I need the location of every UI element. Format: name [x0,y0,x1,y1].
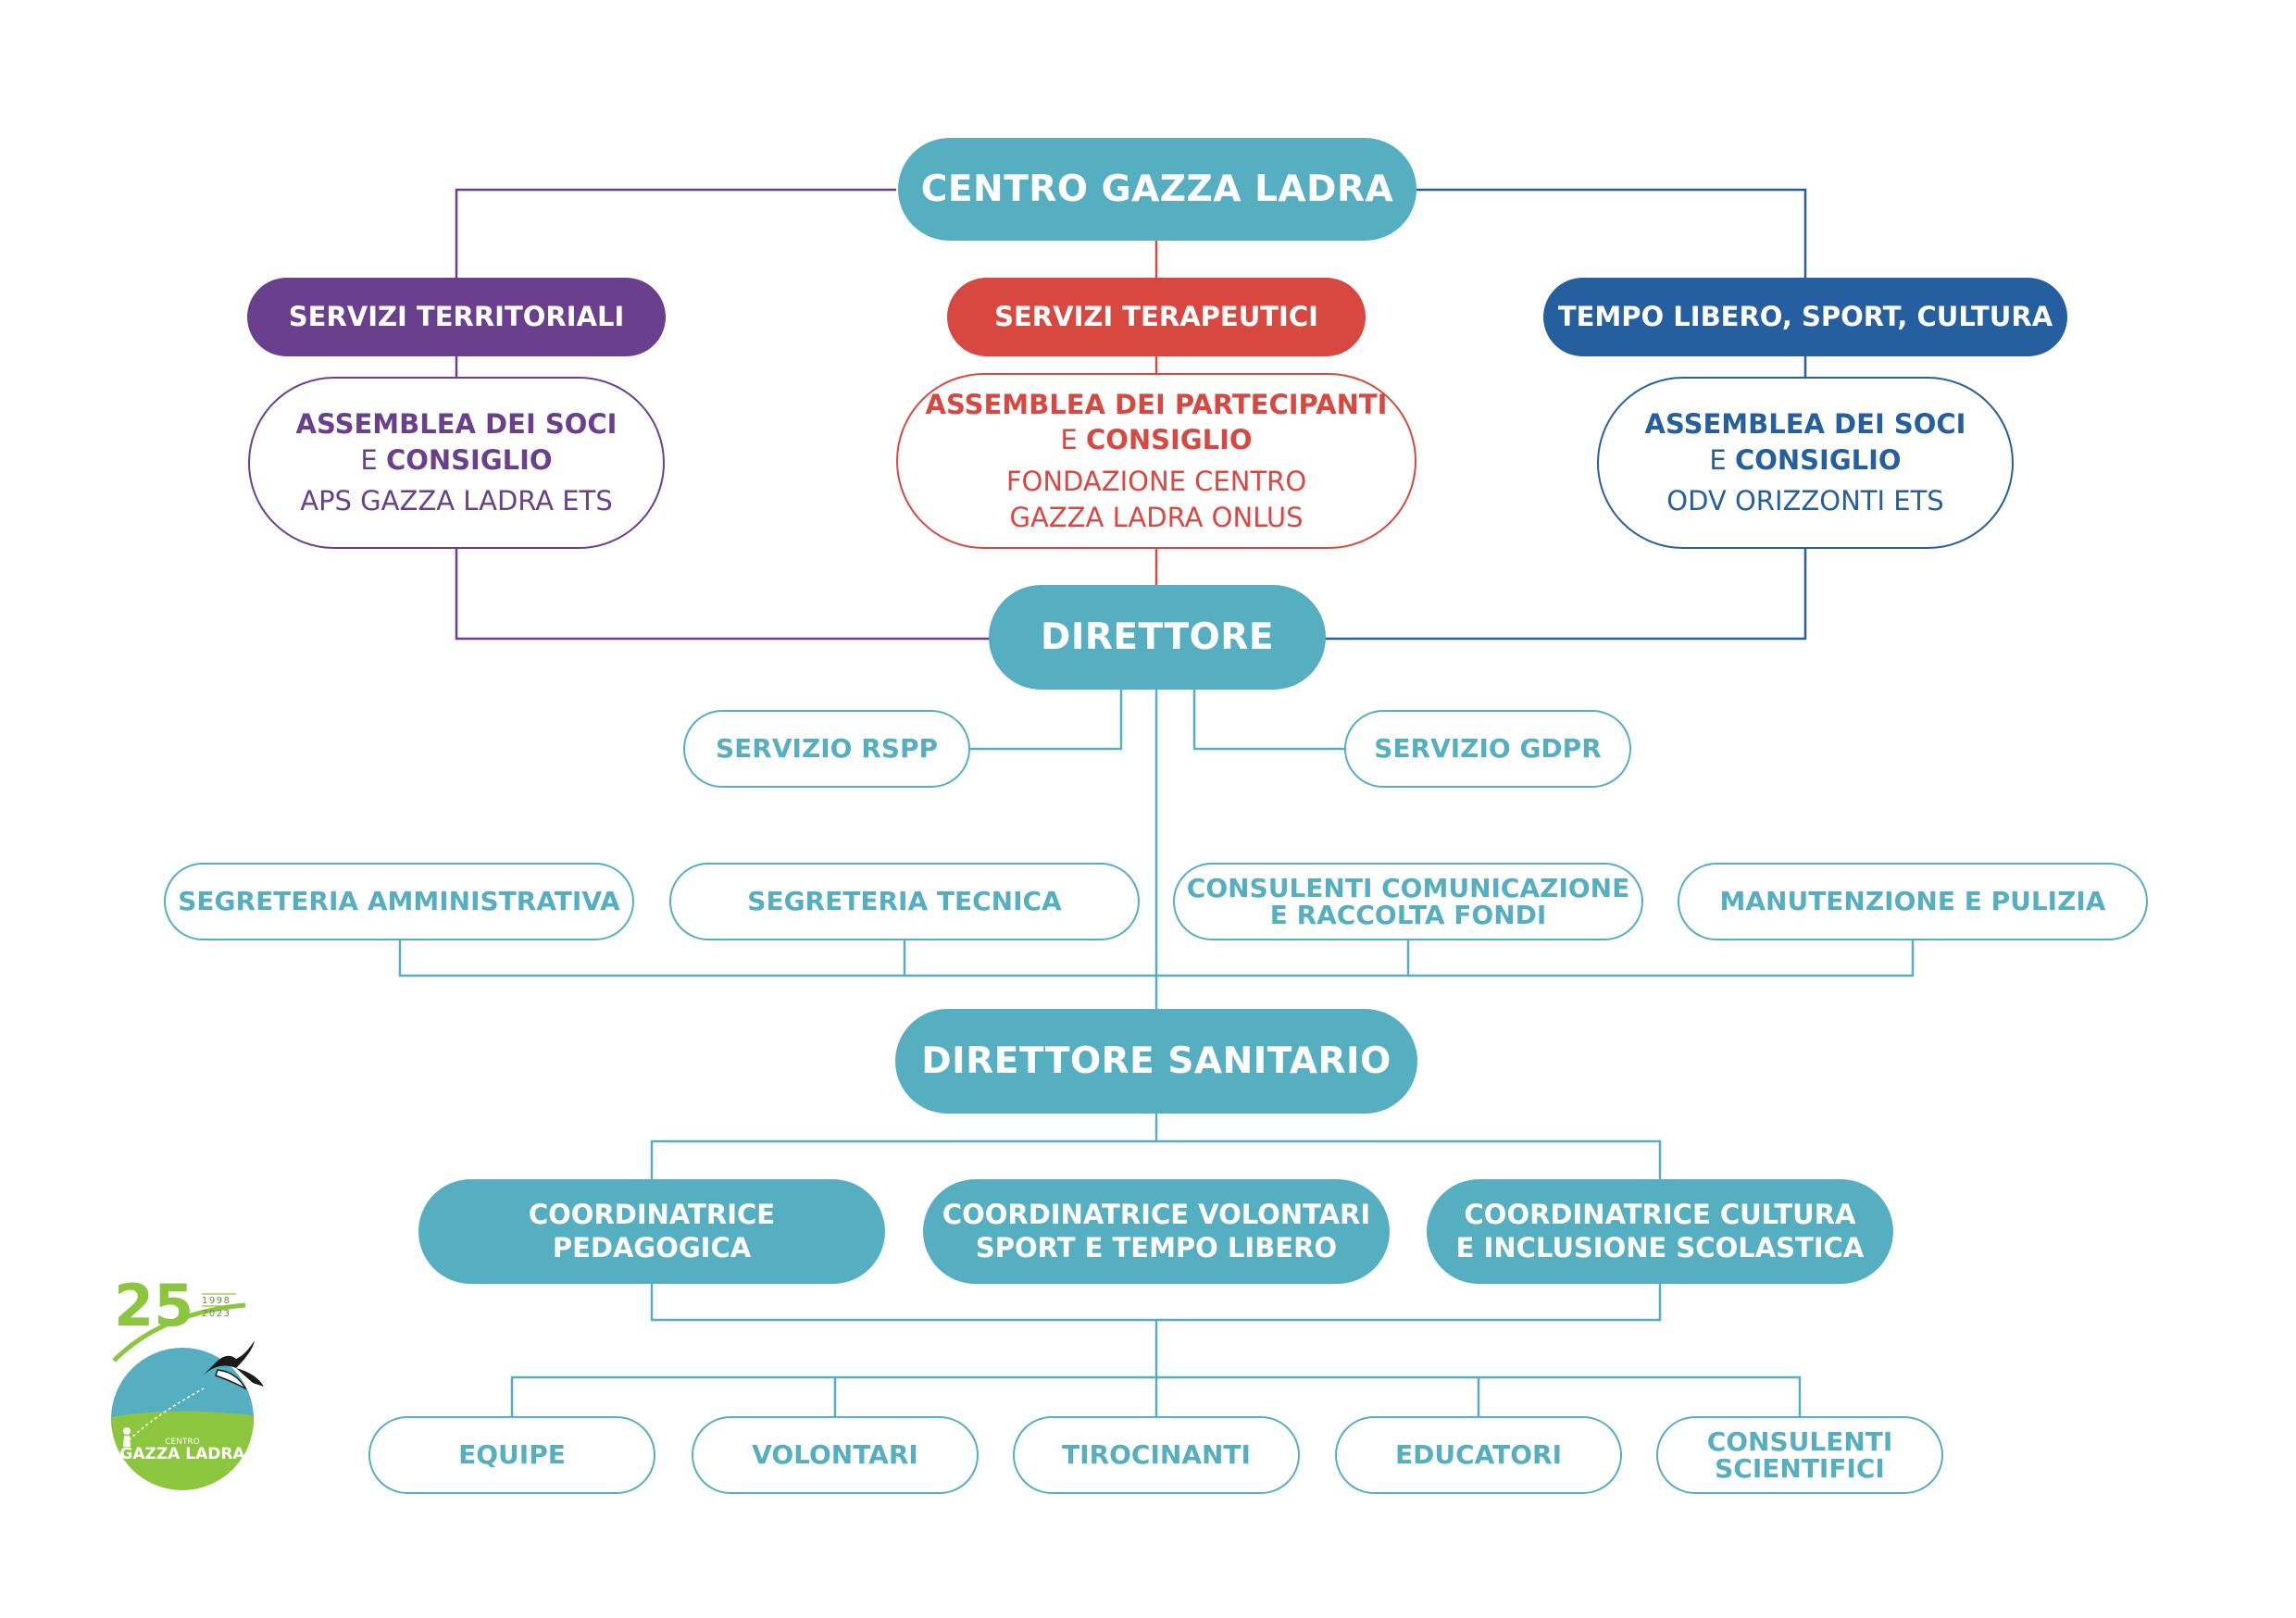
team-equipe[interactable]: EQUIPE [368,1416,655,1494]
logo-graphic: 25 1998 2023 CENTRO GAZZA LADRA [111,1272,264,1490]
coordinator-pedagogica[interactable]: COORDINATRICE PEDAGOGICA [418,1179,885,1284]
assembly-label: ASSEMBLEA DEI SOCI [1644,408,1966,441]
staff-gdpr[interactable]: SERVIZIO GDPR [1344,710,1631,788]
logo-small-text: CENTRO [165,1438,200,1447]
staff-label: SERVIZIO RSPP [716,732,938,764]
conjunction: E [1709,443,1727,476]
coordinator-label: E INCLUSIONE SCOLASTICA [1455,1231,1865,1263]
office-label: E RACCOLTA FONDI [1269,900,1547,930]
logo-number: 25 [114,1272,193,1339]
team-tirocinanti[interactable]: TIROCINANTI [1013,1416,1300,1494]
service-label: SERVIZI TERAPEUTICI [994,300,1318,332]
team-label: TIROCINANTI [1062,1438,1251,1470]
swoosh [112,1302,246,1363]
coordinator-label: COORDINATRICE VOLONTARI [942,1199,1371,1231]
staff-label: SERVIZIO GDPR [1374,732,1602,764]
office-manutenzione[interactable]: MANUTENZIONE E PULIZIA [1678,863,2148,940]
entity-name: APS GAZZA LADRA ETS [300,485,613,517]
governance-fondazione[interactable]: ASSEMBLEA DEI PARTECIPANTI E CONSIGLIO F… [896,373,1416,549]
root-label: CENTRO GAZZA LADRA [920,168,1394,210]
logo-name: GAZZA LADRA [119,1445,245,1463]
team-label: EQUIPE [458,1438,566,1470]
logo-disc [111,1348,254,1490]
coordinator-label: COORDINATRICE CULTURA [1464,1199,1856,1231]
staff-rspp[interactable]: SERVIZIO RSPP [683,710,970,788]
coordinator-cultura[interactable]: COORDINATRICE CULTURA E INCLUSIONE SCOLA… [1427,1179,1893,1284]
team-label: EDUCATORI [1394,1438,1563,1470]
child-icon [123,1427,131,1447]
entity-name: FONDAZIONE CENTRO [1005,466,1307,497]
team-volontari[interactable]: VOLONTARI [692,1416,979,1494]
assembly-label: ASSEMBLEA DEI PARTECIPANTI [925,388,1388,420]
board-line: E CONSIGLIO [360,442,552,479]
office-label: SEGRETERIA TECNICA [747,885,1062,916]
conjunction: E [360,443,378,476]
coordinator-label: COORDINATRICE [528,1199,776,1231]
office-label: CONSULENTI COMUNICAZIONE [1186,872,1630,903]
assembly-label: ASSEMBLEA DEI SOCI [295,408,618,441]
service-territoriali[interactable]: SERVIZI TERRITORIALI [247,278,666,356]
director-label: DIRETTORE [1041,616,1274,658]
governance-odv[interactable]: ASSEMBLEA DEI SOCI E CONSIGLIO ODV ORIZZ… [1597,377,2014,549]
logo-year-end: 2023 [202,1309,231,1319]
service-label: TEMPO LIBERO, SPORT, CULTURA [1557,300,2053,332]
kite-string [124,1388,205,1445]
service-label: SERVIZI TERRITORIALI [288,300,625,332]
anniversary-logo: 25 1998 2023 CENTRO GAZZA LADRA [97,1259,282,1500]
office-label: SEGRETERIA AMMINISTRATIVA [178,885,620,916]
team-consulenti-scientifici[interactable]: CONSULENTI SCIENTIFICI [1656,1416,1943,1494]
service-tempo-libero[interactable]: TEMPO LIBERO, SPORT, CULTURA [1543,278,2067,356]
coordinator-label: SPORT E TEMPO LIBERO [975,1231,1338,1263]
team-educatori[interactable]: EDUCATORI [1335,1416,1622,1494]
director-node[interactable]: DIRETTORE [989,585,1326,690]
logo-year-start: 1998 [202,1296,231,1306]
coordinator-volontari[interactable]: COORDINATRICE VOLONTARI SPORT E TEMPO LI… [923,1179,1390,1284]
board-label: CONSIGLIO [385,443,553,476]
coordinator-label: PEDAGOGICA [552,1231,752,1263]
office-label: MANUTENZIONE E PULIZIA [1719,885,2106,916]
office-segreteria-tecnica[interactable]: SEGRETERIA TECNICA [669,863,1140,940]
office-consulenti-comunicazione[interactable]: CONSULENTI COMUNICAZIONE E RACCOLTA FOND… [1173,863,1643,940]
entity-name: GAZZA LADRA ONLUS [1009,501,1304,533]
board-line: E CONSIGLIO [1709,442,1901,479]
entity-name: ODV ORIZZONTI ETS [1666,485,1944,517]
team-label: VOLONTARI [752,1438,918,1470]
magpie-icon [201,1340,264,1390]
team-label: CONSULENTI [1706,1425,1893,1457]
conjunction: E [1060,424,1078,456]
team-label: SCIENTIFICI [1715,1453,1885,1484]
board-line: E CONSIGLIO [1060,422,1252,458]
service-terapeutici[interactable]: SERVIZI TERAPEUTICI [947,278,1366,356]
office-segreteria-amministrativa[interactable]: SEGRETERIA AMMINISTRATIVA [164,863,634,940]
health-director-node[interactable]: DIRETTORE SANITARIO [895,1009,1417,1114]
governance-aps[interactable]: ASSEMBLEA DEI SOCI E CONSIGLIO APS GAZZA… [248,377,665,549]
board-label: CONSIGLIO [1085,424,1253,456]
root-node[interactable]: CENTRO GAZZA LADRA [898,138,1416,241]
board-label: CONSIGLIO [1734,443,1902,476]
health-director-label: DIRETTORE SANITARIO [921,1039,1391,1082]
